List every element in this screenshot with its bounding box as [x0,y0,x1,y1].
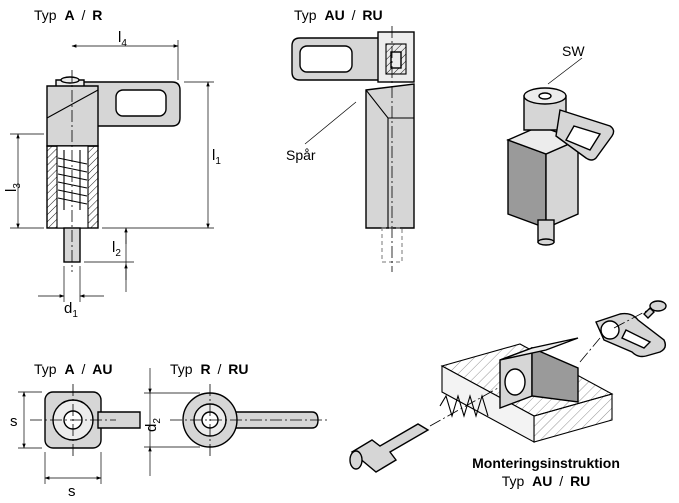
mounting-typ: Typ AU / RU [502,473,591,489]
dim-l2: l2 [112,239,121,259]
mounting-instruction: Monteringsinstruktion Typ AU / RU [349,300,667,489]
knob-screw [60,76,80,84]
iso-view: SW [506,43,615,246]
title-typ-r-ru: Typ R / RU [170,361,249,377]
mount-lever-slot [621,329,652,349]
mount-lever-hole [600,320,620,340]
top-view-a-au: Typ A / AU s s [10,361,141,500]
plunger-tip [349,450,363,470]
title-typ-au-ru: Typ AU / RU [294,7,383,23]
title-typ-a-au: Typ A / AU [34,361,113,377]
side-view-au-ru: Typ AU / RU Spår [286,7,415,272]
groove-leader [304,101,357,145]
cam-edge [46,89,99,119]
iso-hex-socket [538,92,552,100]
dim-l4: l4 [118,29,127,49]
wrench-label: SW [562,43,585,59]
lever-slot [115,89,167,117]
wrench-leader [547,57,583,85]
block-side [531,346,579,403]
top-view-r-ru: Typ R / RU d2 [143,361,328,476]
lever-slot-au [299,45,353,73]
block-bore [504,368,526,396]
mount-centerline-2 [613,307,653,329]
mount-centerline-1 [579,337,601,363]
dim-l1: l1 [212,147,221,167]
mount-plunger [350,423,430,473]
dim-l3: l3 [3,183,23,192]
mount-screw-shank [643,307,655,319]
head-screw [390,51,402,69]
section-view-a-r: Typ A / R l4 l1 l3 [3,7,221,320]
iso-body-left [507,138,547,230]
lever-stub [97,411,141,429]
groove-label: Spår [286,147,316,163]
mounting-title: Monteringsinstruktion [472,455,620,471]
mount-screw-head [649,300,667,312]
iso-pin-end [537,238,555,246]
dim-s-vertical: s [10,413,18,430]
iso-body-right [545,138,579,230]
dim-d2: d2 [143,418,163,432]
body-au [365,83,415,229]
block-top [499,337,579,361]
body-upper [46,85,99,147]
dim-s-horizontal: s [68,483,76,500]
spring [57,157,88,205]
mount-centerline-3 [429,387,499,427]
mount-spring [439,394,489,418]
title-typ-a-r: Typ A / R [34,7,102,23]
dim-d1: d1 [64,300,78,320]
iso-lever-slot [564,125,602,151]
